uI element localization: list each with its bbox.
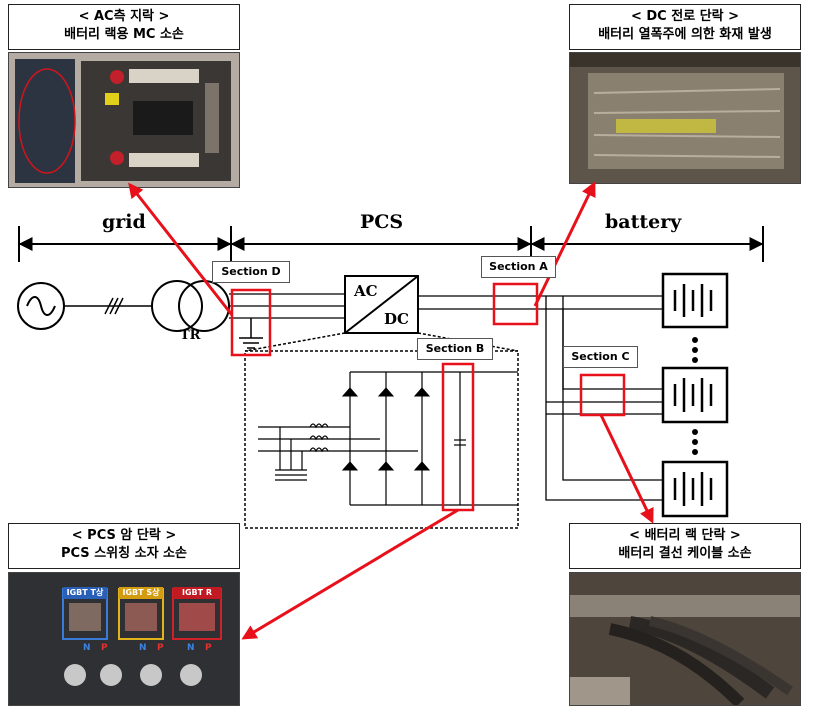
pcs-fault-caption: < PCS 암 단락 > PCS 스위칭 소자 소손 [8,523,240,569]
battery-rack-1 [661,272,729,329]
ground-symbol [239,318,263,349]
dc-fault-caption: < DC 전로 단락 > 배터리 열폭주에 의한 화재 발생 [569,4,801,50]
battery-rack-3 [661,460,729,518]
pcs-fault-photo: IGBT T상 IGBT S상 IGBT R N P N P N P [8,572,240,706]
rack-fault-title: < 배터리 랙 단락 > [629,528,741,543]
igbt-t-label: IGBT T상 [63,587,107,599]
section-a-label: Section A [481,256,556,278]
rack-fault-desc: 배터리 결선 케이블 소손 [618,546,752,561]
dc-fault-desc: 배터리 열폭주에 의한 화재 발생 [598,27,772,42]
n-label-2: N [139,643,147,653]
rack-fault-photo [569,572,801,706]
battery-section-header: battery [605,211,682,233]
ac-bus-lines [229,293,345,319]
ac-source-symbol [17,282,152,330]
dc-fault-title: < DC 전로 단락 > [630,9,740,24]
section-highlights [230,282,626,512]
igbt-r-label: IGBT R [173,587,221,599]
ac-fault-caption: < AC측 지락 > 배터리 랙용 MC 소손 [8,4,240,50]
pcs-fault-desc: PCS 스위칭 소자 소손 [61,546,187,561]
section-c-label: Section C [563,346,638,368]
rack-fault-caption: < 배터리 랙 단락 > 배터리 결선 케이블 소손 [569,523,801,569]
igbt-s-label: IGBT S상 [119,587,163,599]
section-b-label: Section B [417,338,493,360]
pcs-fault-title: < PCS 암 단락 > [71,528,177,543]
dc-fault-photo [569,52,801,184]
grid-section-header: grid [102,211,146,233]
ac-fault-photo-art [15,59,231,183]
inverter-detail [244,332,519,529]
converter-dc-label: DC [384,310,409,328]
transformer-symbol [151,280,230,332]
dc-fault-photo-art [570,53,800,183]
dc-bus-lines [418,295,663,501]
callout-arrows [128,181,654,640]
n-label-3: N [187,643,195,653]
p-label-2: P [157,643,164,653]
ac-fault-photo [8,52,240,188]
pcs-section-header: PCS [360,211,404,233]
dc-cable-bundle [593,88,781,158]
converter-ac-label: AC [354,282,378,300]
p-label-1: P [101,643,108,653]
ac-fault-desc: 배터리 랙용 MC 소손 [64,27,184,42]
n-label-1: N [83,643,91,653]
battery-rack-2 [661,366,729,424]
p-label-3: P [205,643,212,653]
battery-ellipsis-dots [692,337,698,455]
transformer-label: TR [180,328,201,343]
ac-fault-title: < AC측 지락 > [78,9,170,24]
rack-fault-photo-art [570,573,800,705]
section-d-label: Section D [212,261,290,283]
